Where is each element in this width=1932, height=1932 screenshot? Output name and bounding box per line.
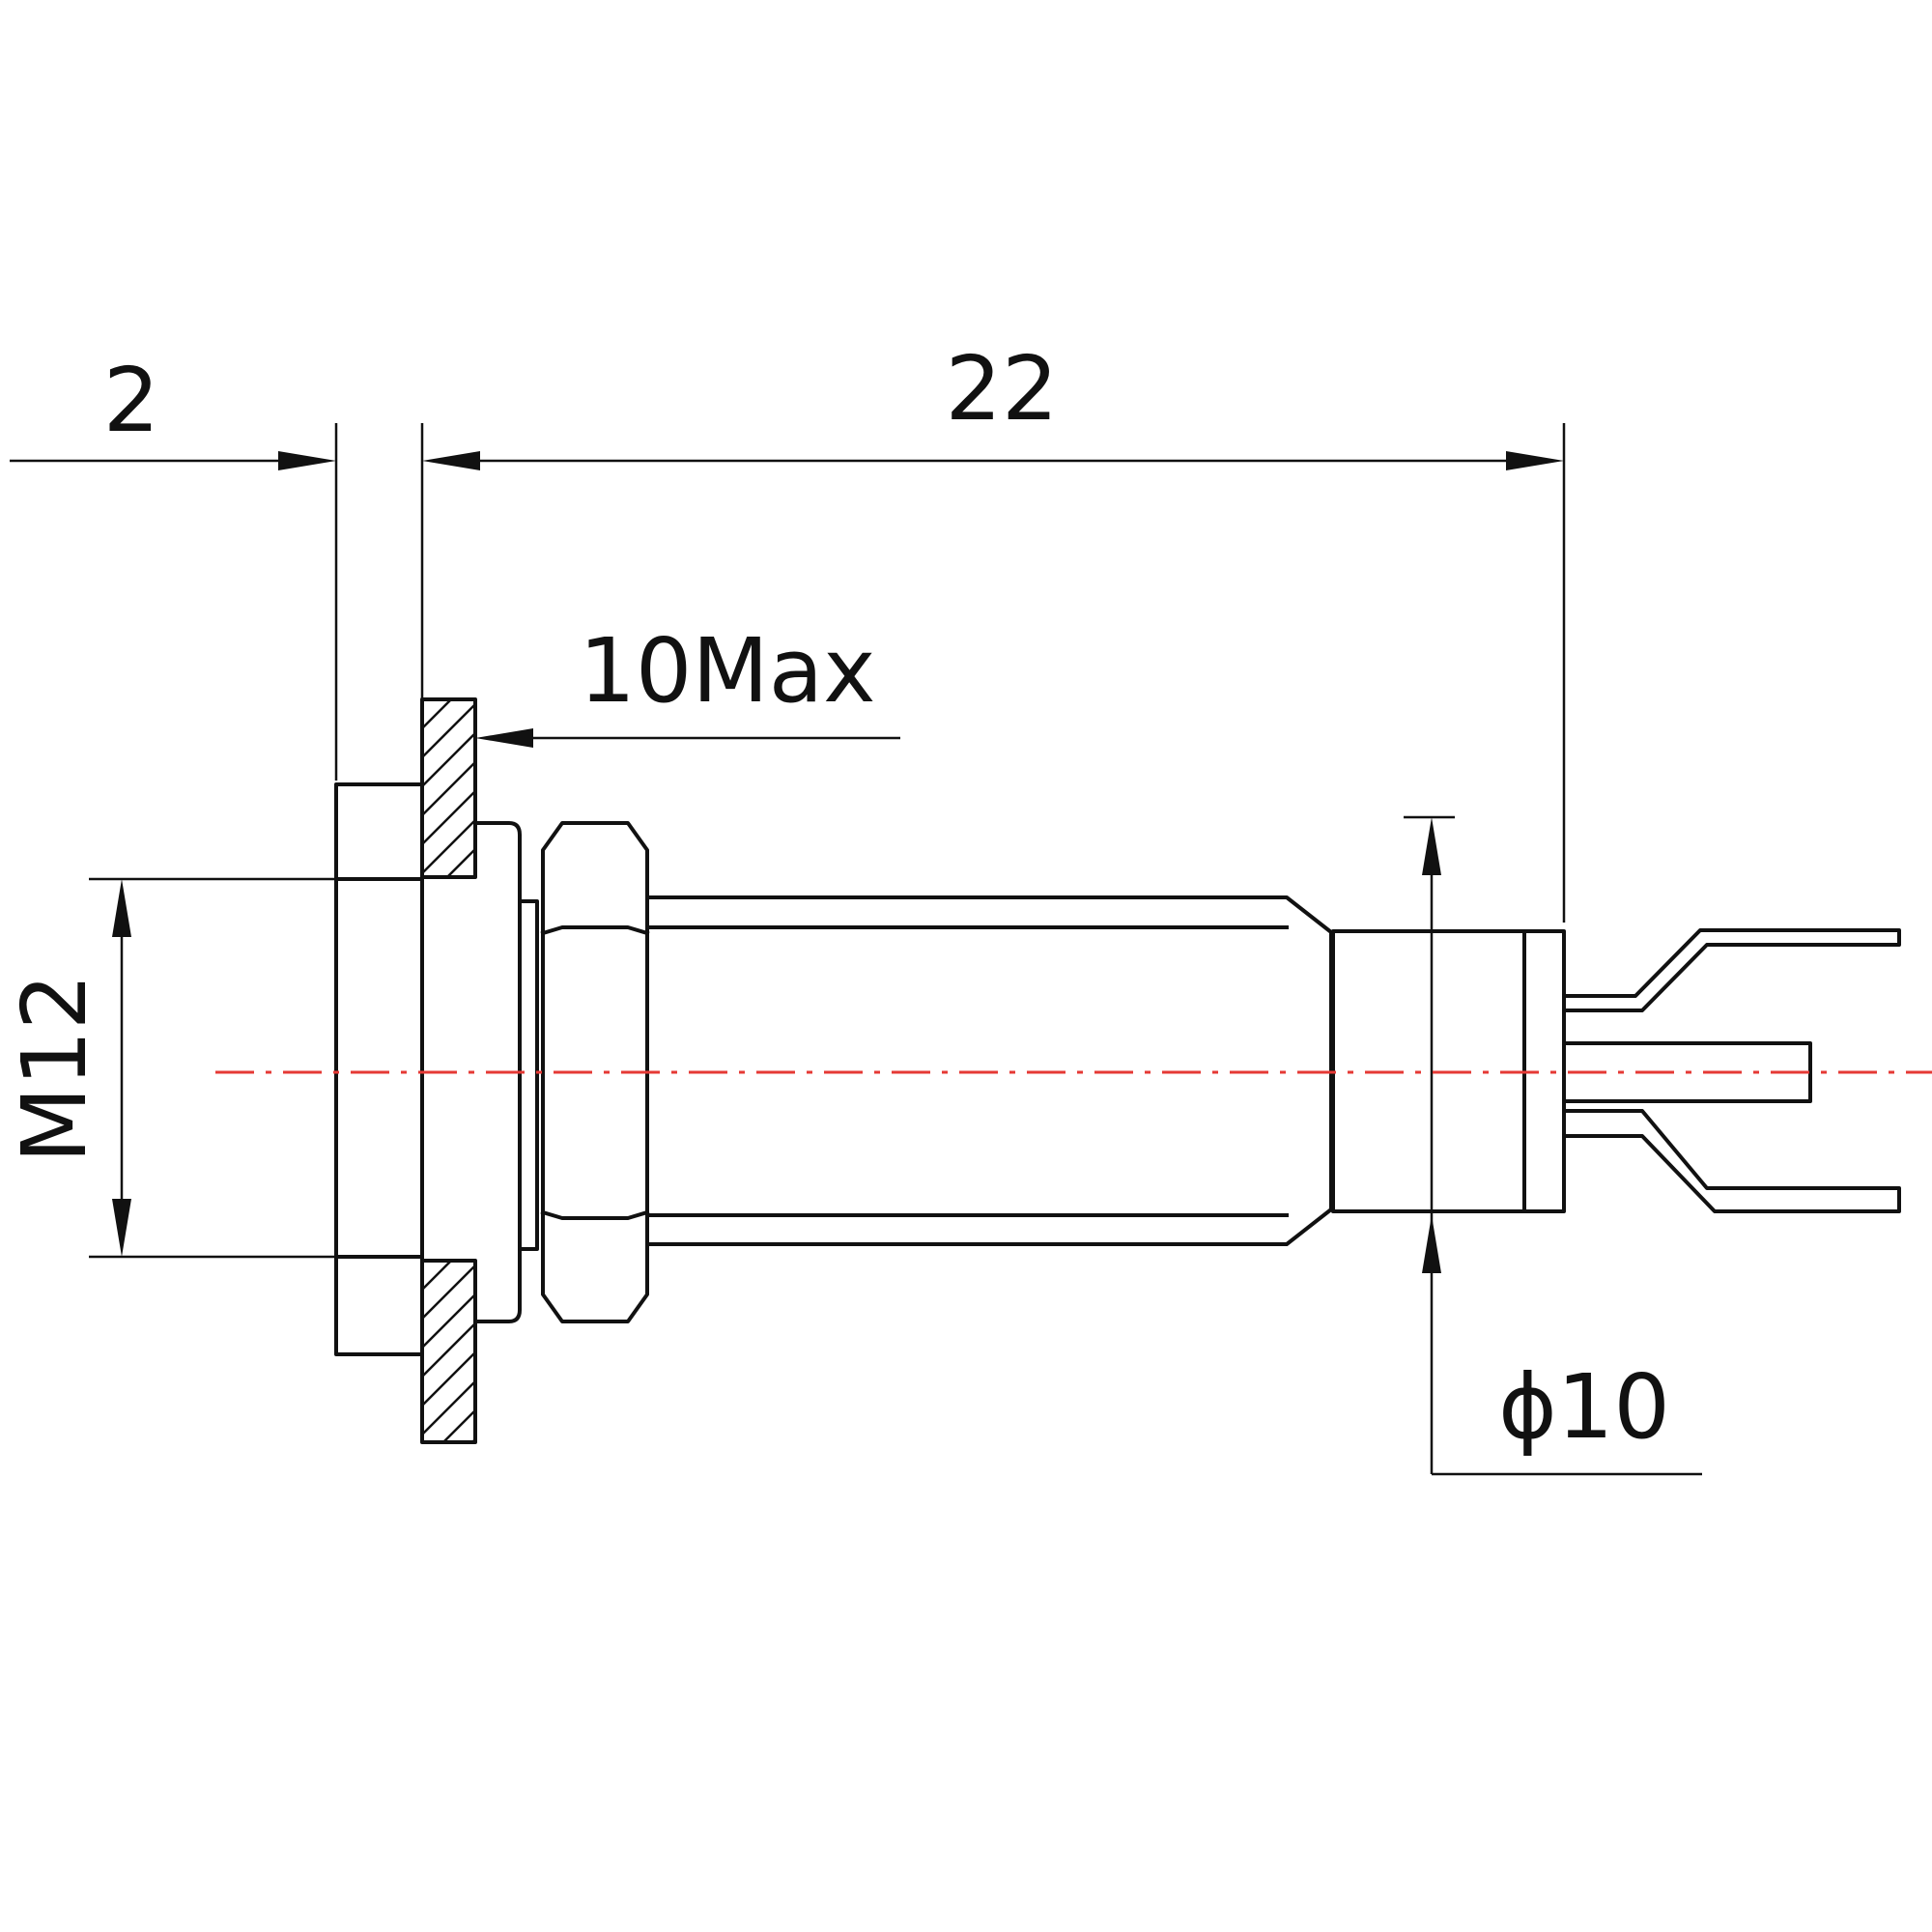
terminal-top bbox=[1562, 928, 1901, 1012]
flange-thickness-dimension: 2 bbox=[10, 349, 480, 781]
body-diameter-dimension: ϕ10 bbox=[1404, 815, 1702, 1476]
body-diameter-label: ϕ10 bbox=[1498, 1355, 1670, 1459]
panel-section-top bbox=[420, 697, 477, 879]
panel-thickness-dimension: 10Max bbox=[475, 619, 900, 748]
overall-length-label: 22 bbox=[945, 337, 1058, 440]
flange-thickness-label: 2 bbox=[103, 349, 160, 452]
thread-dimension: M12 bbox=[3, 877, 336, 1259]
thread-label: M12 bbox=[3, 974, 106, 1163]
terminal-middle bbox=[1562, 1041, 1812, 1103]
hex-nut bbox=[540, 821, 650, 1323]
bezel-flange bbox=[334, 782, 424, 1356]
overall-length-dimension: 22 bbox=[480, 337, 1566, 923]
panel-thickness-label: 10Max bbox=[579, 619, 875, 723]
terminal-bottom bbox=[1562, 1109, 1901, 1213]
panel-section-bottom bbox=[420, 1259, 477, 1444]
